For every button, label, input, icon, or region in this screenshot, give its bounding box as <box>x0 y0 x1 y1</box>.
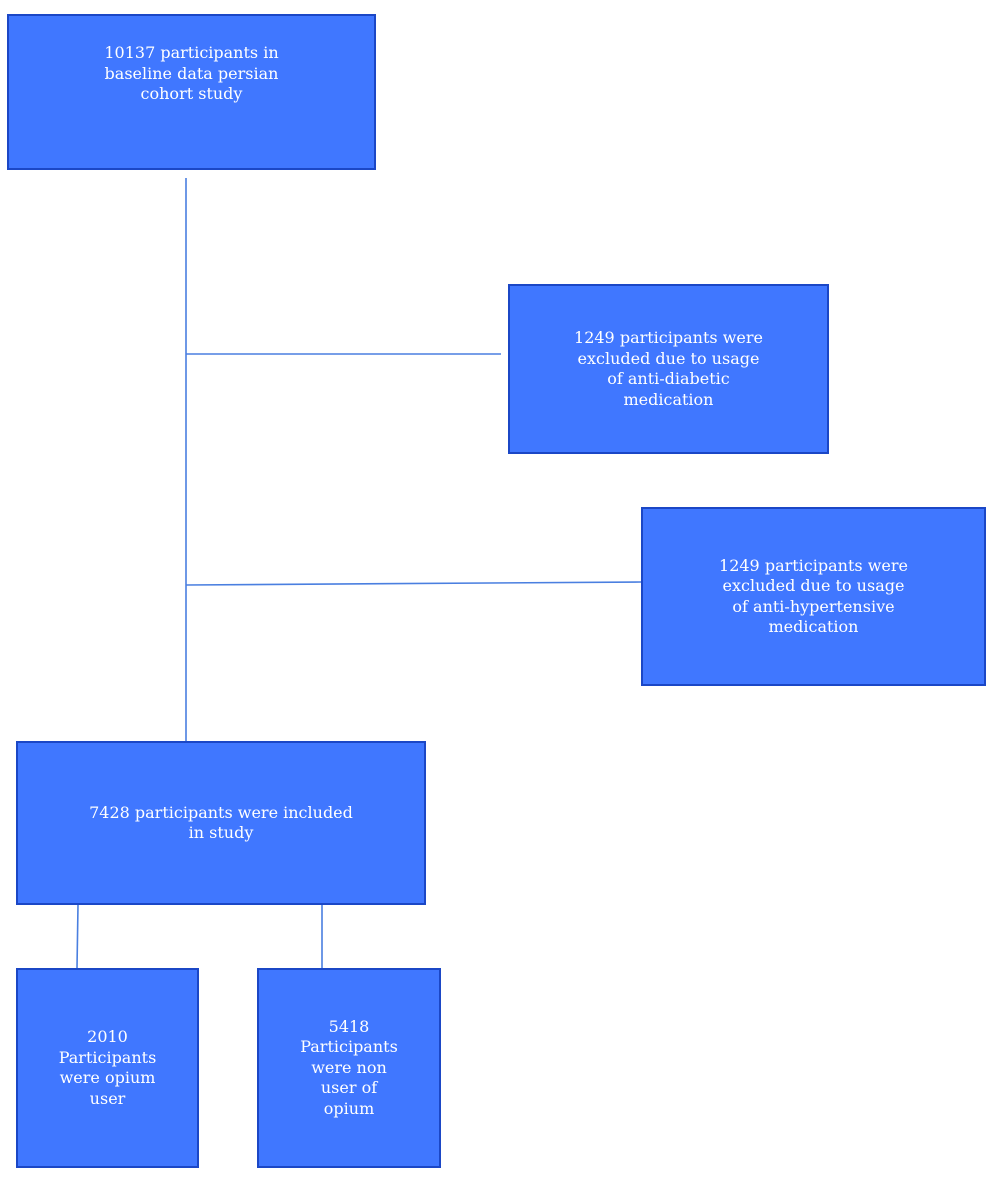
non-opium-users-label: 5418 Participants were non user of opium <box>300 1016 398 1118</box>
excluded-anti-diabetic-label: 1249 participants were excluded due to u… <box>574 328 763 409</box>
excluded-anti-hypertensive-label: 1249 participants were excluded due to u… <box>719 555 908 637</box>
baseline-participants-label: 10137 participants in baseline data pers… <box>104 43 279 104</box>
included-participants-label: 7428 participants were included in study <box>89 802 353 843</box>
opium-users-label: 2010 Participants were opium user <box>58 1027 157 1108</box>
baseline-participants-box: 10137 participants in baseline data pers… <box>7 14 376 170</box>
excluded-anti-diabetic-box: 1249 participants were excluded due to u… <box>508 284 829 454</box>
branch-connector-hypertensive <box>185 581 642 586</box>
opium-users-box: 2010 Participants were opium user <box>16 968 199 1168</box>
included-participants-box: 7428 participants were included in study <box>16 741 426 905</box>
excluded-anti-hypertensive-box: 1249 participants were excluded due to u… <box>641 507 986 686</box>
connector-to-opium-users <box>76 904 79 969</box>
non-opium-users-box: 5418 Participants were non user of opium <box>257 968 441 1168</box>
